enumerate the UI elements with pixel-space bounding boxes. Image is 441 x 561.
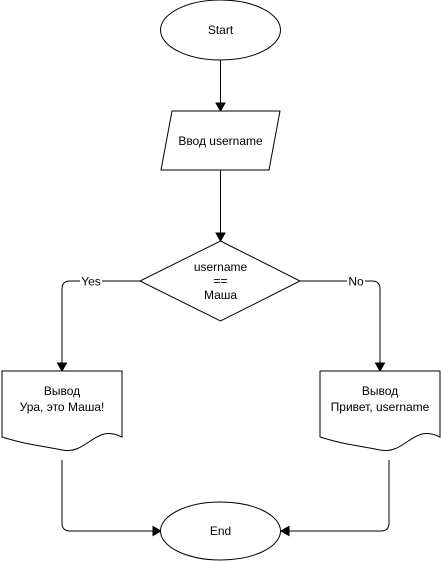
edge-yes-end — [61, 460, 153, 532]
edge-label-yes-bg — [80, 274, 102, 288]
decision-label-line1: username — [194, 260, 248, 274]
edges: Yes No — [56, 60, 390, 537]
input-label: Ввод username — [178, 134, 263, 148]
arrowhead-input-decision — [215, 232, 226, 243]
decision-label-line3: Маша — [204, 288, 237, 302]
output-no-document — [319, 370, 441, 451]
node-input[interactable]: Ввод username — [160, 110, 281, 171]
start-label: Start — [208, 23, 234, 37]
end-ellipse — [160, 501, 281, 561]
arrowhead-decision-no — [374, 362, 386, 373]
edge-decision-no — [300, 280, 381, 363]
output-yes-line2: Ура, это Маша! — [20, 400, 105, 414]
edge-label-no-bg — [347, 274, 365, 288]
output-yes-line1: Вывод — [44, 384, 80, 398]
node-output-no[interactable]: Вывод Привет, username — [319, 370, 441, 451]
node-decision[interactable]: username == Маша — [138, 240, 302, 322]
input-parallelogram — [160, 110, 281, 171]
output-no-line2: Привет, username — [331, 400, 430, 414]
edge-decision-yes — [61, 280, 140, 363]
start-ellipse — [160, 0, 281, 61]
output-yes-document — [1, 370, 123, 451]
arrowhead-start-input — [215, 102, 226, 113]
end-label: End — [210, 524, 231, 538]
node-start[interactable]: Start — [160, 0, 281, 61]
arrowhead-no-end — [279, 525, 290, 537]
decision-label-line2: == — [213, 274, 227, 288]
node-end[interactable]: End — [160, 501, 281, 561]
decision-rhombus — [138, 240, 302, 322]
edge-no-end — [289, 460, 390, 532]
node-output-yes[interactable]: Вывод Ура, это Маша! — [1, 370, 123, 451]
output-no-line1: Вывод — [362, 384, 398, 398]
edge-label-no: No — [348, 275, 364, 289]
edge-label-yes: Yes — [81, 275, 101, 289]
arrowhead-yes-end — [152, 525, 163, 537]
arrowhead-decision-yes — [56, 362, 68, 373]
